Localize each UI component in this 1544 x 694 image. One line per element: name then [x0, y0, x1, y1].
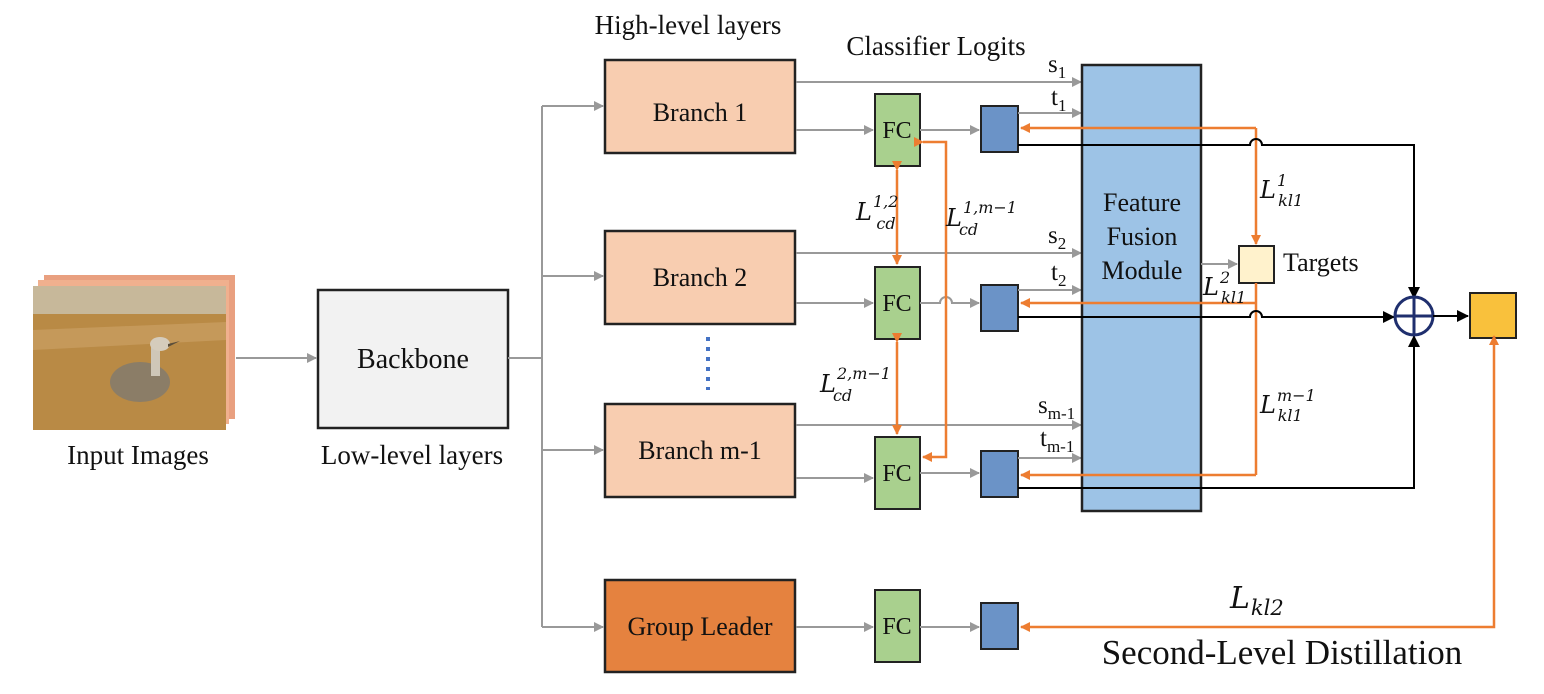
- branch-2-box: [603, 229, 797, 326]
- logit-box-2: [980, 284, 1019, 332]
- fusion-label-line3: Module: [1102, 256, 1183, 285]
- group-leader-box: [603, 578, 797, 674]
- black-line-2: [1018, 310, 1395, 323]
- input-images: [33, 275, 235, 430]
- branch-1-label: Branch 1: [653, 98, 748, 127]
- lkl2-arrow: [1020, 340, 1496, 632]
- branch-m-1-box: [603, 402, 797, 499]
- s2-label: s2: [1048, 222, 1066, 253]
- lcd-1m-arrow: [914, 137, 948, 462]
- logit-box-m-1: [980, 450, 1019, 498]
- fusion-label-line2: Fusion: [1107, 222, 1178, 251]
- input-images-label: Input Images: [67, 440, 209, 470]
- fc-label-1: FC: [882, 118, 911, 144]
- group-leader-label: Group Leader: [627, 612, 772, 641]
- lkl2-label: Lkl2: [1229, 581, 1284, 620]
- targets-label: Targets: [1283, 248, 1359, 277]
- classifier-logits-caption: Classifier Logits: [846, 31, 1025, 61]
- branch-m-1-label: Branch m-1: [638, 436, 761, 465]
- output-box: [1469, 292, 1517, 339]
- fusion-label-line1: Feature: [1103, 188, 1181, 217]
- branch-1-box: [603, 58, 797, 155]
- targets-box: [1238, 245, 1275, 284]
- logit-box-1: [980, 105, 1019, 153]
- sum-icon: [1393, 295, 1435, 337]
- fc-label-2: FC: [882, 291, 911, 317]
- black-line-m: [1018, 335, 1420, 489]
- fc-label-m-1: FC: [882, 461, 911, 487]
- branch-2-label: Branch 2: [653, 263, 748, 292]
- fc-label-leader: FC: [882, 614, 911, 640]
- s1-label: s1: [1048, 51, 1066, 82]
- feature-fusion-module: [1080, 63, 1203, 513]
- fc-box-m-1: [874, 436, 921, 510]
- logit-box-leader: [980, 602, 1019, 650]
- t1-label: t1: [1051, 84, 1066, 115]
- second-level-caption: Second-Level Distillation: [1102, 633, 1463, 672]
- t2-label: t2: [1051, 259, 1066, 290]
- black-line-1: [1018, 138, 1420, 299]
- backbone-label: Backbone: [357, 344, 469, 375]
- fc-box-leader: [874, 589, 921, 663]
- sm-label: sm-1: [1038, 392, 1075, 423]
- tm-label: tm-1: [1040, 425, 1074, 456]
- high-level-caption: High-level layers: [595, 10, 782, 40]
- backbone-box: [316, 288, 510, 430]
- low-level-caption: Low-level layers: [321, 440, 503, 470]
